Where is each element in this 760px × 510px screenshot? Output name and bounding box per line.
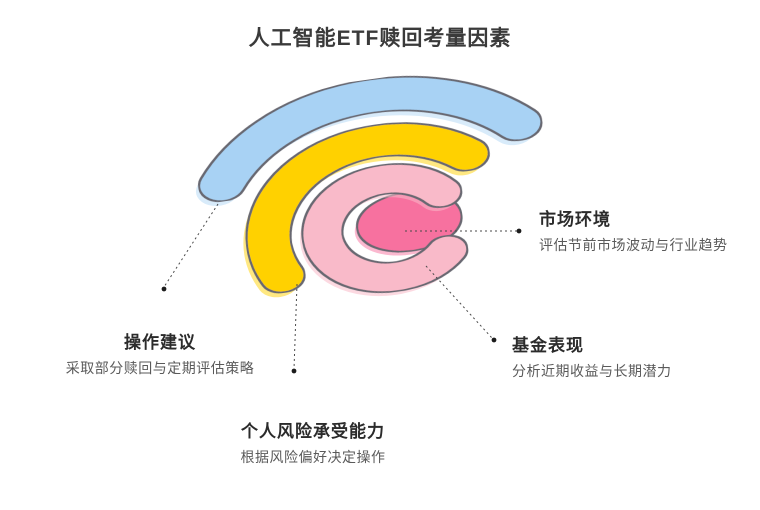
infographic-title: 人工智能ETF赎回考量因素: [248, 27, 512, 50]
factor-market-desc: 评估节前市场波动与行业趋势: [539, 237, 728, 253]
factor-fund-title: 基金表现: [512, 336, 584, 355]
factor-market-title: 市场环境: [539, 210, 611, 229]
factor-operation-desc: 采取部分赎回与定期评估策略: [65, 360, 255, 376]
connector-dot-operation: [161, 286, 167, 292]
ring-risk-band: [247, 124, 488, 292]
factor-operation-title: 操作建议: [124, 333, 196, 352]
factor-risk-title: 个人风险承受能力: [241, 422, 385, 441]
factor-market: 市场环境 评估节前市场波动与行业趋势: [539, 205, 728, 255]
connector-operation: [163, 203, 219, 288]
connector-fund: [425, 265, 493, 339]
ring-risk: [243, 124, 488, 298]
connector-dot-fund: [491, 337, 497, 343]
factor-operation: 操作建议 采取部分赎回与定期评估策略: [35, 328, 285, 378]
factor-risk: 个人风险承受能力 根据风险偏好决定操作: [188, 417, 438, 467]
ring-operation-band: [200, 77, 541, 201]
ring-fund: [300, 164, 467, 297]
factor-fund: 基金表现 分析近期收益与长期潜力: [512, 331, 672, 381]
factor-risk-desc: 根据风险偏好决定操作: [240, 449, 386, 465]
factor-fund-desc: 分析近期收益与长期潜力: [512, 363, 672, 379]
connector-dot-market: [516, 228, 522, 234]
ring-operation: [195, 77, 541, 207]
connector-risk: [293, 283, 298, 370]
connector-dot-risk: [291, 368, 297, 374]
ring-fund-band: [303, 164, 467, 292]
